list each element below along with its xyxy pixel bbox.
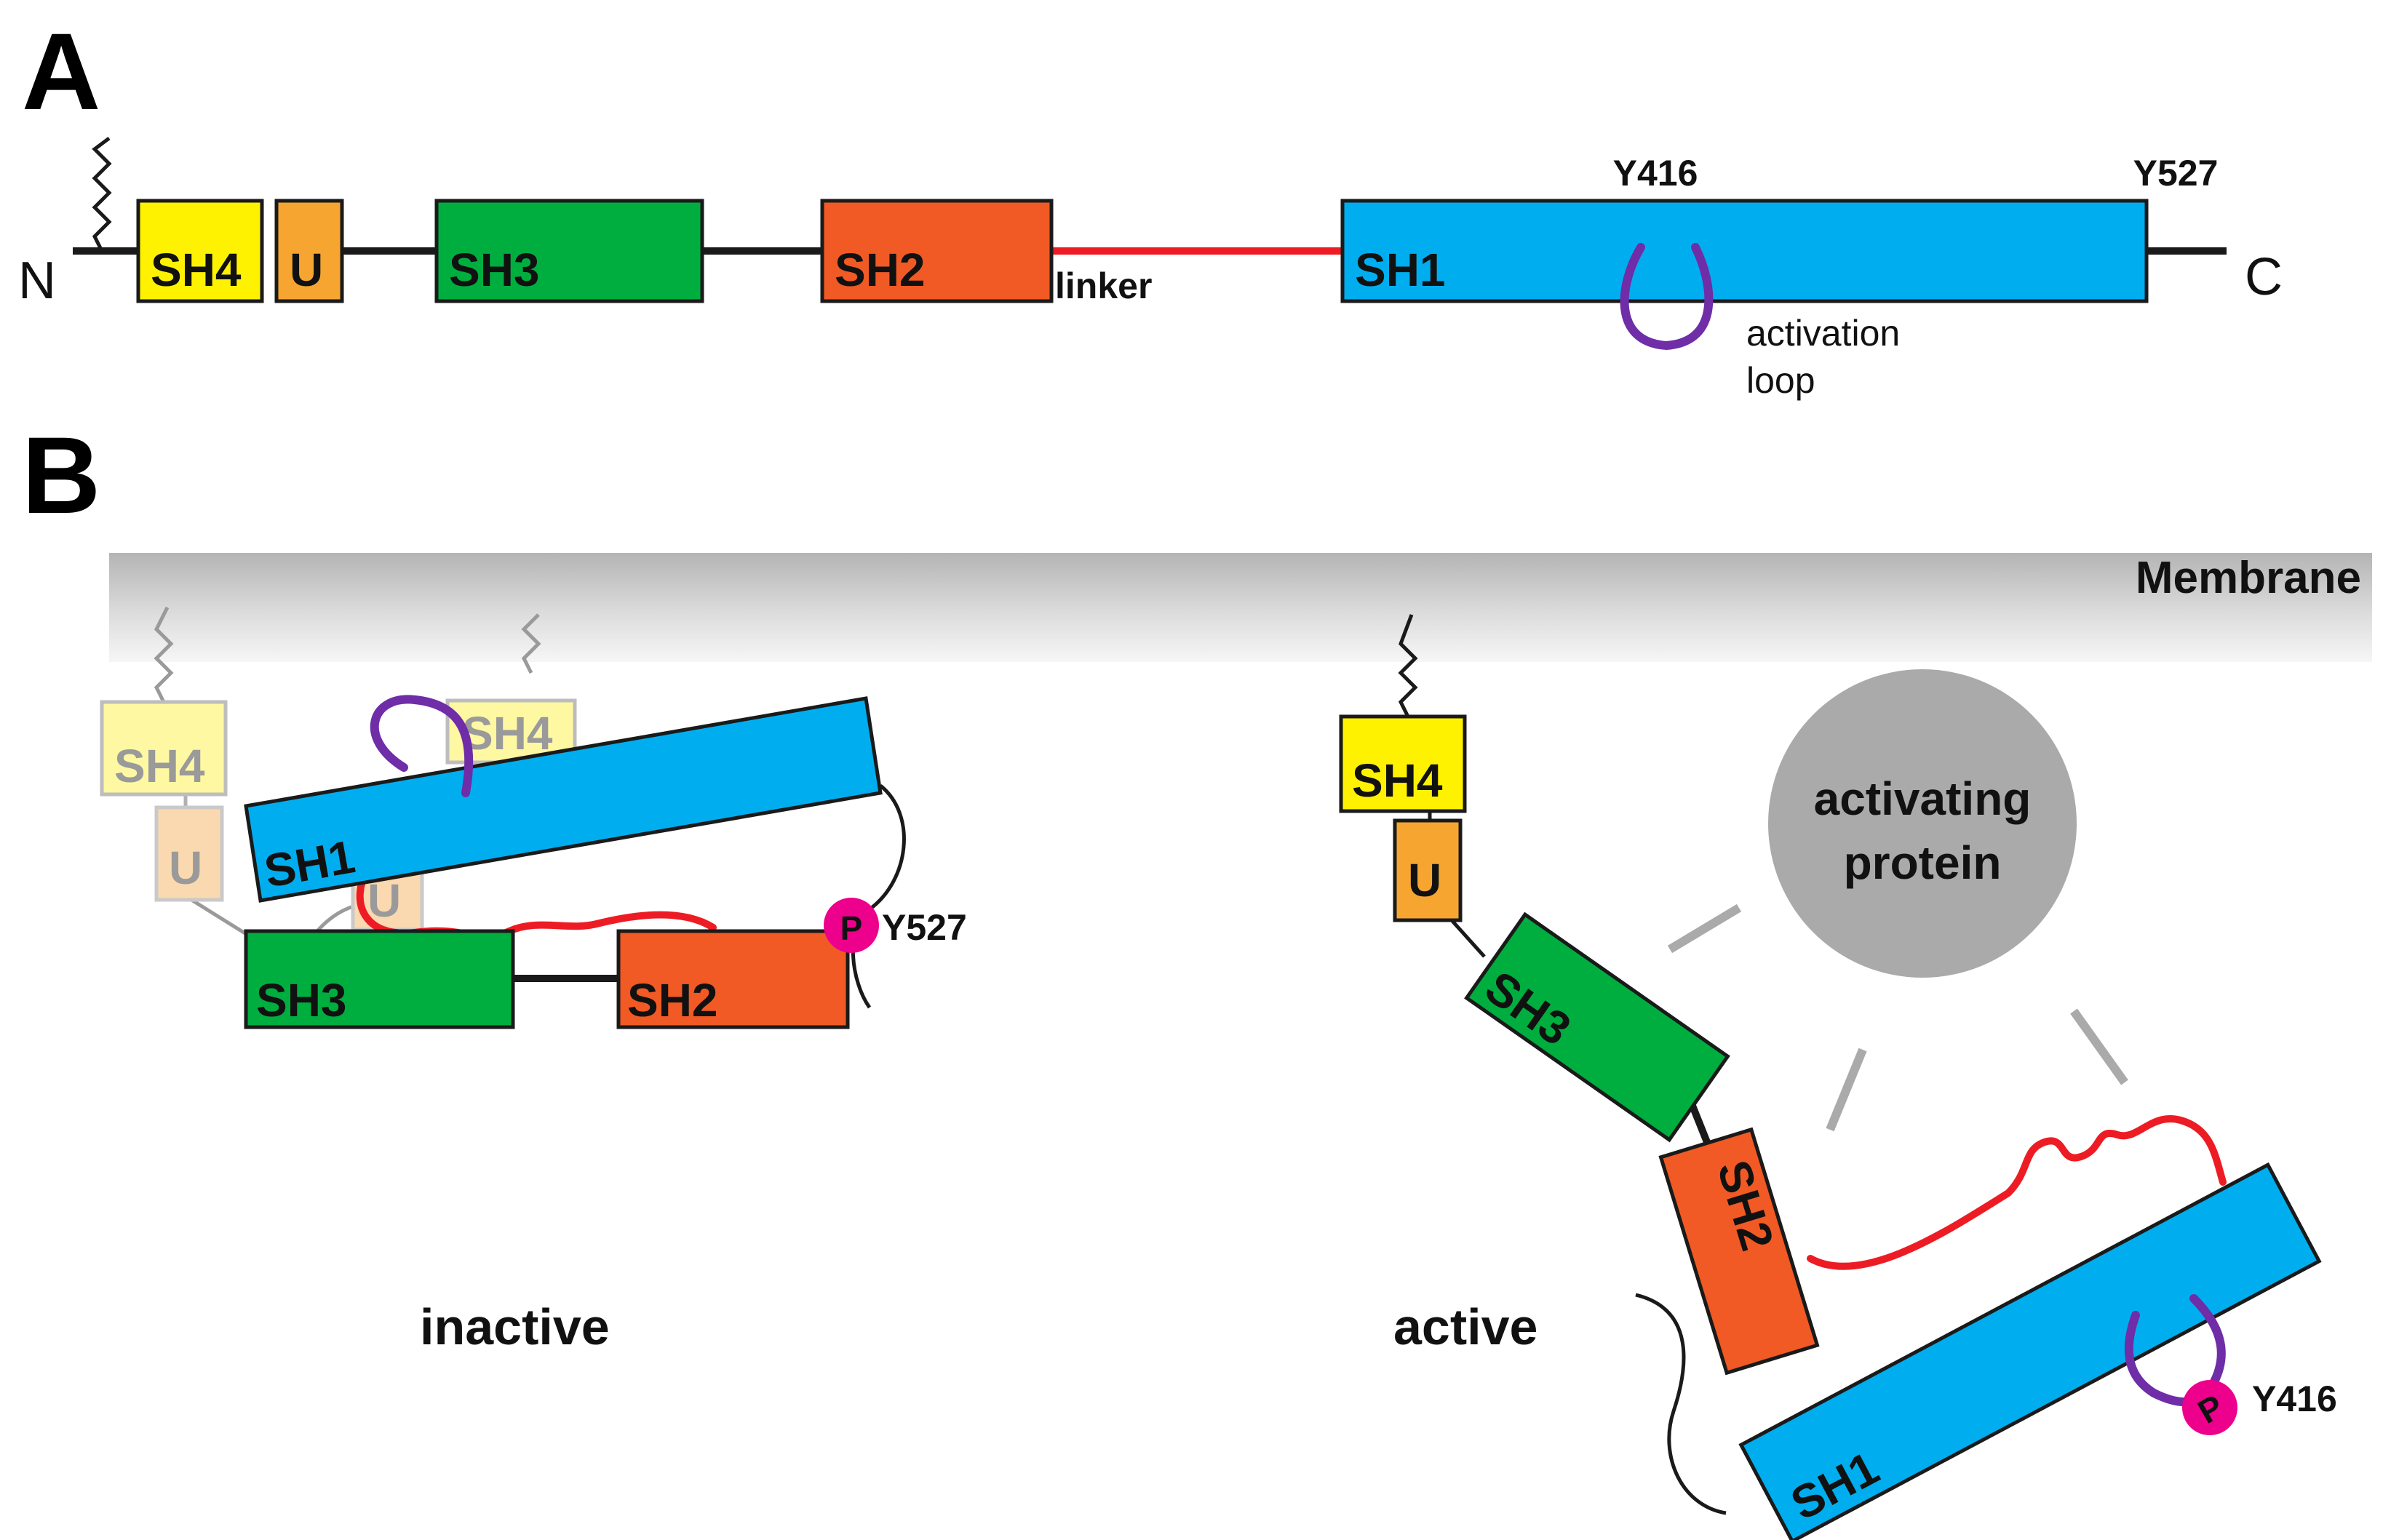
panel-a-letter: A bbox=[22, 10, 100, 132]
inactive-sh4-back-label: SH4 bbox=[114, 740, 205, 792]
inactive-phospho-icon bbox=[824, 898, 879, 953]
active-sh3-domain bbox=[1464, 911, 1730, 1143]
y527-label: Y527 bbox=[2133, 153, 2219, 194]
active-sh4-domain bbox=[1339, 714, 1467, 813]
activation-loop-label-line2: loop bbox=[1746, 360, 1815, 401]
active-phospho-icon bbox=[2182, 1380, 2237, 1435]
inactive-sh3-domain bbox=[244, 929, 515, 1029]
active-linker bbox=[1807, 1115, 2227, 1270]
sh2-domain bbox=[820, 199, 1054, 303]
active-state-label: active bbox=[1393, 1298, 1537, 1355]
inactive-activation-loop-icon bbox=[370, 695, 474, 797]
activation-loop-icon bbox=[1620, 243, 1714, 351]
linker-label: linker bbox=[1055, 266, 1152, 306]
interaction-dash-1 bbox=[1667, 903, 1742, 954]
activating-protein-label-line1: activating bbox=[1814, 773, 2032, 825]
inactive-sh1-domain bbox=[244, 696, 883, 903]
active-sh2-domain bbox=[1658, 1127, 1820, 1376]
u-label: U bbox=[290, 244, 323, 296]
sh1-label: SH1 bbox=[1355, 244, 1446, 296]
activating-protein-label-line2: protein bbox=[1844, 837, 2002, 889]
lipid-anchor-back-icon bbox=[154, 606, 174, 703]
lipid-anchor-icon bbox=[92, 137, 112, 252]
inactive-sh2-domain bbox=[616, 929, 850, 1029]
u-domain bbox=[274, 199, 344, 303]
membrane-label: Membrane bbox=[2136, 553, 2361, 603]
interaction-dash-3 bbox=[2070, 1008, 2128, 1085]
interaction-dash-2 bbox=[1826, 1048, 1867, 1132]
inactive-conformation: SH4 U SH4 U SH1 SH3 SH2 P Y527 inactive bbox=[100, 606, 967, 1355]
inactive-phospho-label: P bbox=[840, 909, 863, 947]
active-sh1-tail bbox=[1635, 1293, 1727, 1515]
panel-b-letter: B bbox=[22, 414, 100, 536]
lipid-anchor-front-icon bbox=[521, 613, 541, 674]
inactive-u-back-label: U bbox=[169, 842, 202, 894]
inactive-sh4-front-label: SH4 bbox=[462, 707, 553, 759]
activating-protein-icon bbox=[1768, 669, 2077, 978]
c-terminus-label: C bbox=[2245, 248, 2283, 306]
active-u-label: U bbox=[1408, 854, 1441, 906]
sh1-domain bbox=[1340, 199, 2149, 303]
sh3-label: SH3 bbox=[449, 244, 540, 296]
active-conformation: SH4 U SH3 SH2 SH1 P Y416 activating prot… bbox=[1339, 614, 2337, 1540]
active-u-domain bbox=[1393, 818, 1463, 922]
inactive-sh3-label: SH3 bbox=[256, 974, 347, 1026]
inactive-u-back bbox=[154, 805, 224, 902]
active-sh1-domain bbox=[1738, 1162, 2322, 1540]
sh3-domain bbox=[434, 199, 704, 303]
n-terminus-label: N bbox=[18, 252, 56, 310]
y416-label: Y416 bbox=[1613, 153, 1698, 194]
active-y416-label: Y416 bbox=[2252, 1379, 2337, 1419]
sh4-domain bbox=[136, 199, 264, 303]
sh4-label: SH4 bbox=[151, 244, 242, 296]
inactive-sh4-back bbox=[100, 700, 228, 797]
active-sh4-label: SH4 bbox=[1352, 754, 1443, 807]
inactive-u-front-label: U bbox=[367, 874, 401, 927]
inactive-sh2-label: SH2 bbox=[627, 974, 718, 1026]
inactive-state-label: inactive bbox=[420, 1298, 610, 1355]
sh2-label: SH2 bbox=[835, 244, 926, 296]
inactive-y527-label: Y527 bbox=[882, 907, 967, 948]
membrane-band bbox=[109, 553, 2372, 662]
activation-loop-label-line1: activation bbox=[1746, 313, 1900, 354]
inactive-c-tail bbox=[851, 784, 906, 1009]
active-lipid-anchor-icon bbox=[1398, 614, 1418, 718]
ghost-connector-2 bbox=[188, 896, 249, 937]
active-u-sh3-link bbox=[1450, 919, 1486, 958]
